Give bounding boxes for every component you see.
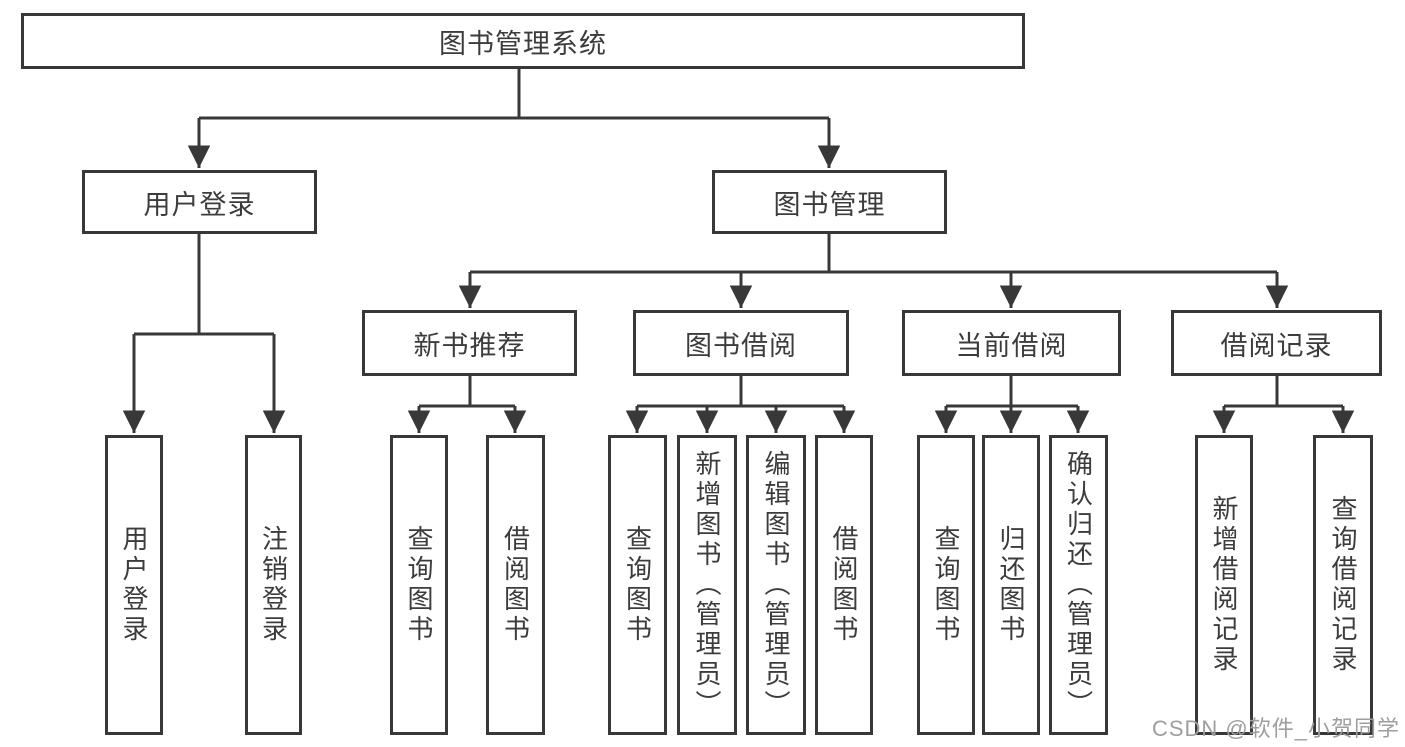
node-label: 注销登录 [258,525,289,645]
node-current-borrowing: 当前借阅 [902,310,1121,376]
leaf-borrow-books: 借阅图书 [815,435,873,735]
leaf-query-books: 查询图书 [608,435,667,735]
node-label: 确认归还（管理员） [1063,450,1094,720]
leaf-add-books-admin: 新增图书（管理员） [677,435,737,735]
leaf-query-books: 查询图书 [390,435,448,735]
leaf-return-books: 归还图书 [982,435,1040,735]
node-label: 查询图书 [404,525,434,645]
leaf-borrow-books: 借阅图书 [486,435,545,735]
node-label: 用户登录 [119,525,149,645]
node-label: 用户登录 [143,189,256,220]
leaf-confirm-return-admin: 确认归还（管理员） [1049,435,1108,735]
leaf-add-borrow-record: 新增借阅记录 [1195,435,1253,735]
node-label: 图书借阅 [685,330,797,361]
node-label: 图书管理 [773,189,886,220]
node-label: 新增图书（管理员） [692,450,722,720]
node-label: 借阅图书 [500,525,531,645]
node-book-management: 图书管理 [712,170,947,234]
node-label: 查询图书 [931,525,961,645]
csdn-watermark: CSDN @软件_小贺同学 [1151,716,1400,741]
node-label: 查询图书 [622,525,653,645]
node-book-borrowing: 图书借阅 [633,310,849,376]
node-label: 新书推荐 [413,330,526,361]
node-library-management-system: 图书管理系统 [21,13,1025,69]
node-label: 当前借阅 [955,330,1068,361]
leaf-logout: 注销登录 [245,435,302,735]
node-label: 归还图书 [996,525,1026,645]
leaf-edit-books-admin: 编辑图书（管理员） [746,435,806,735]
leaf-user-login: 用户登录 [105,435,163,735]
node-label: 图书管理系统 [439,28,607,59]
node-borrowing-records: 借阅记录 [1171,310,1382,376]
node-label: 借阅图书 [829,525,859,645]
node-label: 新增借阅记录 [1209,495,1239,675]
node-label: 编辑图书（管理员） [761,450,791,720]
node-user-login: 用户登录 [82,170,317,234]
node-label: 查询借阅记录 [1328,495,1358,675]
leaf-query-books: 查询图书 [917,435,975,735]
leaf-query-borrow-record: 查询借阅记录 [1313,435,1373,735]
node-new-book-recommendation: 新书推荐 [362,310,577,376]
node-label: 借阅记录 [1220,330,1333,361]
